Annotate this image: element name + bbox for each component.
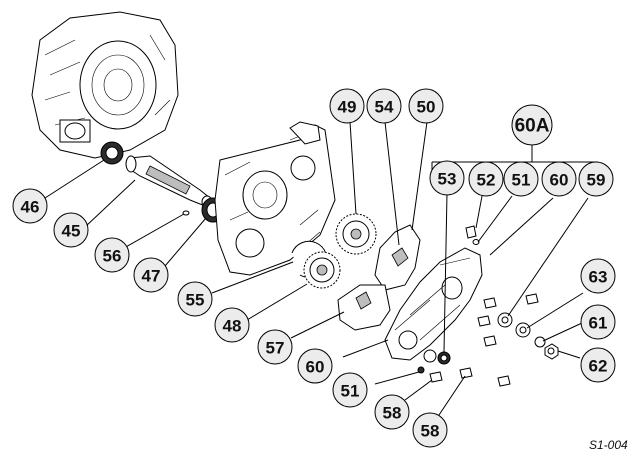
gasket-57 (337, 284, 391, 331)
svg-text:46: 46 (21, 198, 40, 217)
pin-56 (182, 210, 190, 216)
svg-text:47: 47 (142, 267, 161, 286)
pump-cover-60 (384, 247, 483, 361)
crankcase-housing (31, 11, 179, 159)
sprocket-49 (335, 213, 377, 255)
timing-housing (214, 121, 336, 276)
svg-text:60: 60 (550, 171, 569, 190)
svg-text:52: 52 (477, 171, 496, 190)
callout-60-lower: 60 (297, 348, 333, 384)
figure-id: S1-004 (589, 438, 628, 452)
svg-text:58: 58 (383, 404, 402, 423)
svg-text:56: 56 (103, 247, 122, 266)
nut-62 (544, 343, 559, 360)
callout-58-left: 58 (374, 394, 410, 430)
bushing-53 (437, 351, 451, 365)
callout-58-right: 58 (412, 412, 448, 448)
svg-text:59: 59 (587, 171, 606, 190)
callout-50: 50 (408, 88, 444, 124)
callout-56: 56 (94, 237, 130, 273)
svg-text:50: 50 (417, 98, 436, 117)
callout-53: 53 (429, 160, 465, 196)
callout-45: 45 (53, 212, 89, 248)
sprocket-48 (303, 251, 341, 289)
leader-lines (44, 121, 589, 419)
callout-51-upper: 51 (503, 161, 539, 197)
callout-54: 54 (366, 88, 402, 124)
svg-text:57: 57 (266, 339, 285, 358)
svg-text:51: 51 (512, 171, 531, 190)
oring-51-lower (417, 349, 437, 374)
svg-text:49: 49 (338, 98, 357, 117)
svg-text:48: 48 (223, 317, 242, 336)
callout-46: 46 (12, 188, 48, 224)
screws-58 (429, 293, 539, 387)
svg-text:61: 61 (589, 314, 608, 333)
svg-text:54: 54 (375, 98, 394, 117)
svg-text:60: 60 (306, 358, 325, 377)
callout-59: 59 (578, 161, 614, 197)
svg-text:60A: 60A (515, 116, 550, 137)
callout-47: 47 (133, 257, 169, 293)
washer-63 (515, 322, 531, 338)
callout-55: 55 (177, 281, 213, 317)
svg-text:63: 63 (589, 268, 608, 287)
shaft-45 (125, 155, 213, 209)
washer-61 (534, 336, 546, 348)
callout-group-60A: 60A (511, 104, 553, 146)
callout-48: 48 (214, 307, 250, 343)
svg-text:55: 55 (186, 291, 205, 310)
callout-52: 52 (468, 161, 504, 197)
svg-text:58: 58 (421, 422, 440, 441)
callout-51-lower: 51 (332, 372, 368, 408)
washer-59 (497, 312, 513, 328)
plug-52 (465, 225, 480, 245)
callout-63: 63 (580, 258, 616, 294)
callout-60-upper: 60 (541, 161, 577, 197)
svg-text:51: 51 (341, 382, 360, 401)
callout-62: 62 (580, 347, 616, 383)
gasket-50 (374, 224, 421, 291)
svg-text:62: 62 (589, 357, 608, 376)
bearing-46 (100, 141, 124, 165)
callout-49: 49 (329, 88, 365, 124)
svg-text:53: 53 (438, 170, 457, 189)
callout-61: 61 (580, 304, 616, 340)
callout-57: 57 (257, 329, 293, 365)
svg-text:45: 45 (62, 222, 81, 241)
